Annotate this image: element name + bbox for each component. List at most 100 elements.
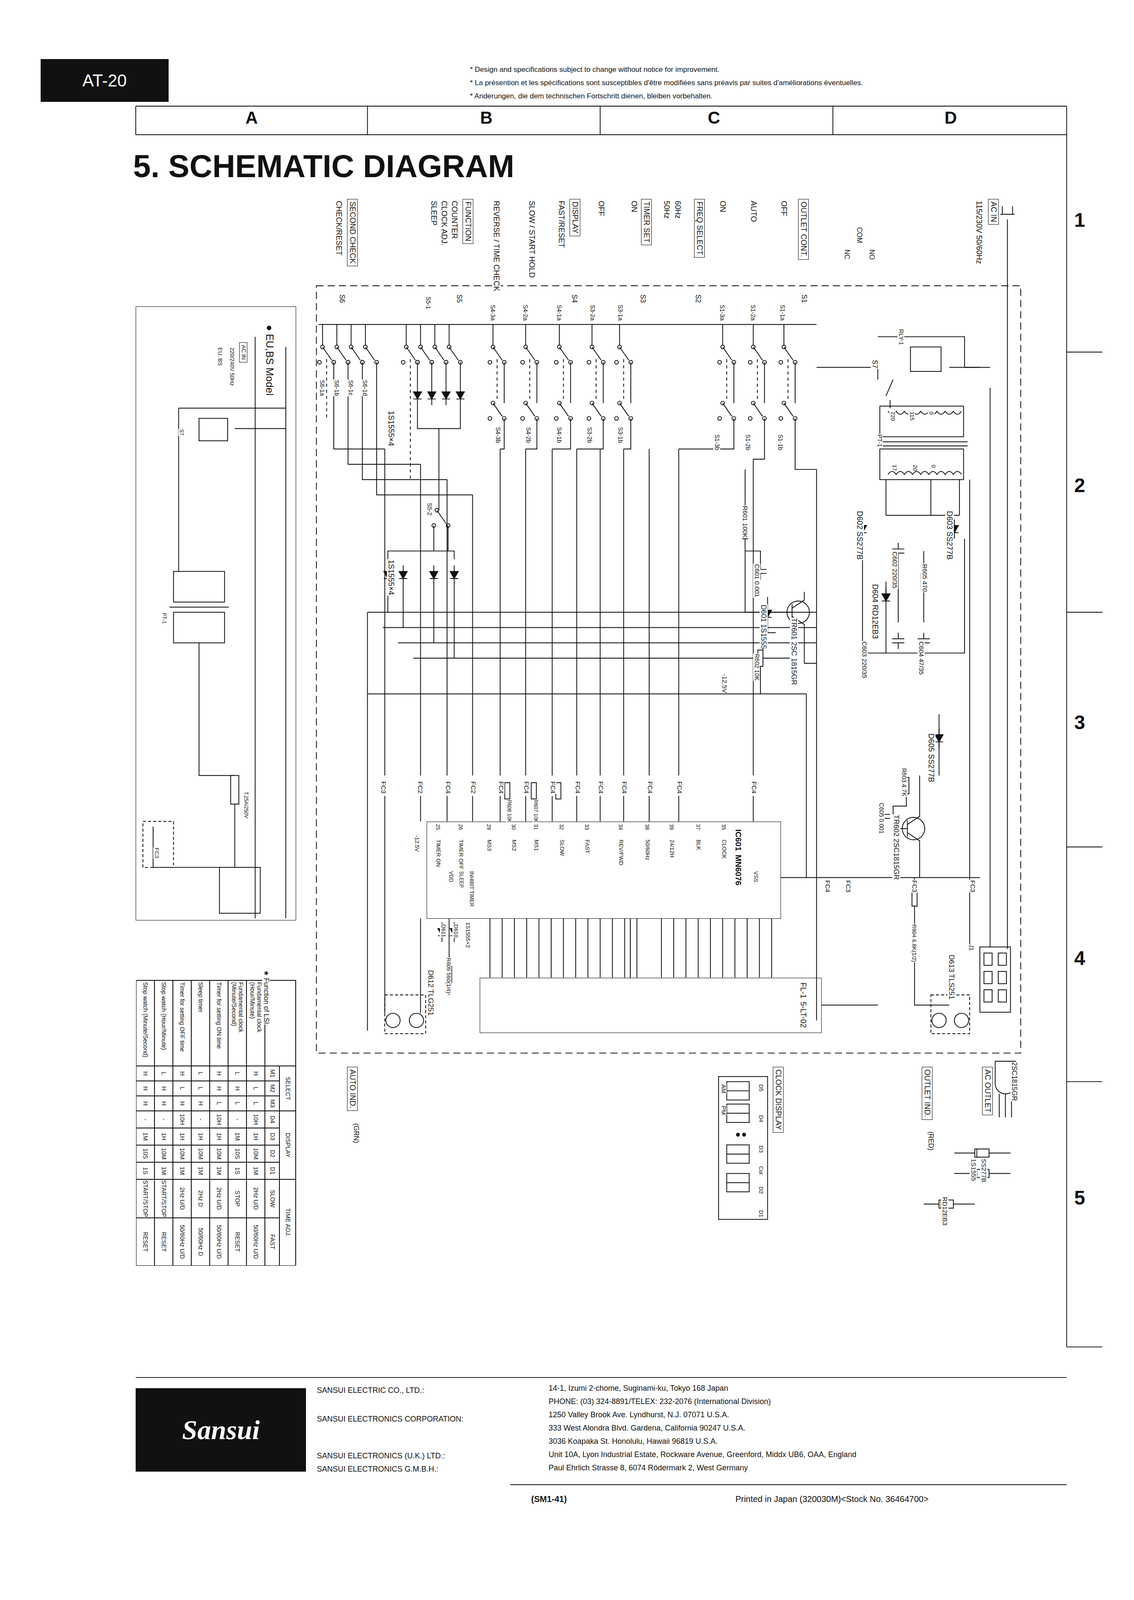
table-cell: M1 <box>264 1065 280 1081</box>
component-label: S7 <box>870 359 879 369</box>
component-label: COM <box>855 226 864 244</box>
component-label: S6-1d <box>361 379 369 397</box>
component-label: D602 SS277B <box>855 510 864 561</box>
node-text: FREQ SELECT <box>695 201 704 256</box>
component-label: R602 10K <box>753 653 761 681</box>
grid-reference: 1 <box>1073 209 1086 232</box>
component-label: 1S1555 <box>969 1158 977 1182</box>
component-label: 20 <box>911 464 918 472</box>
component-label: J1 <box>967 944 975 952</box>
table-cell: 50/60Hz U/D <box>209 1217 229 1266</box>
node-text: OUTLET IND. <box>923 1069 932 1118</box>
grid-reference: A <box>245 108 259 128</box>
table-cell: 1H <box>172 1128 192 1146</box>
switch-group-box: OUTLET CONT. <box>798 198 810 260</box>
node-text: MN6076 <box>733 854 743 886</box>
grid-reference: 2 <box>1073 474 1086 497</box>
table-cell: 1H <box>191 1128 210 1146</box>
node-text: AT-20 <box>82 71 128 91</box>
component-label: R605 470 <box>920 563 929 593</box>
component-label: D611 <box>439 923 447 938</box>
table-cell: SELECT <box>279 1065 296 1111</box>
component-label: S1 <box>800 293 808 304</box>
input-tag: AC IN <box>988 198 999 225</box>
footer-text: 1250 Valley Brook Ave. Lyndhurst, N.J. 0… <box>548 1410 730 1419</box>
component-label: SLEEP <box>458 870 464 889</box>
model-badge: AT-20 <box>40 59 169 102</box>
footer-text: Printed in Japan (320030M)<Stock No. 364… <box>734 1494 929 1504</box>
component-label: FC4 <box>597 780 605 794</box>
component-label: S1-2b <box>744 433 752 451</box>
footer-text: Paul Ehrlich Strasse 8, 6074 Rödermark 2… <box>548 1463 749 1473</box>
component-label: 31 <box>532 823 539 831</box>
component-label: MS2 <box>510 839 517 852</box>
component-label: FC3 <box>844 879 852 893</box>
component-label: 115 <box>908 411 915 422</box>
component-label: CLOCK ADJ. <box>439 200 449 247</box>
table-cell: H <box>172 1065 192 1081</box>
table-cell: DISPLAY <box>279 1110 296 1180</box>
table-cell: 2Hz U/D <box>246 1179 265 1218</box>
component-label: OFF <box>779 200 789 217</box>
component-label: AUTO <box>749 200 758 223</box>
display-tube-box: FL-15-LT-02 <box>479 977 822 1034</box>
component-label: D601 1S1555 <box>759 604 768 650</box>
component-label: RLY-1 <box>897 328 905 346</box>
indicator-tag: CLOCK DISPLAY <box>772 1066 784 1133</box>
component-label: T.25A/250V <box>242 791 249 819</box>
node-text: FL-1 <box>798 982 808 999</box>
component-label: R601 100K <box>741 505 749 539</box>
component-label: 35 <box>720 823 727 831</box>
footer-text: SANSUI ELECTRONICS G.M.B.H.: <box>316 1464 439 1474</box>
component-label: S6-1c <box>347 379 354 397</box>
component-label: FC2 <box>416 780 424 794</box>
diagram-title: 5. SCHEMATIC DIAGRAM <box>132 148 515 185</box>
component-label: S2 <box>694 293 702 304</box>
node-text: DISPLAY <box>570 201 580 234</box>
switch-group-box: TIMER SET <box>641 198 652 246</box>
table-cell: 1M <box>246 1162 265 1180</box>
node-label: FL-15-LT-02 <box>798 982 808 1028</box>
component-label: ON <box>718 200 728 213</box>
footer-text: (SM1-41) <box>530 1494 567 1504</box>
component-label: S4-3b <box>494 426 502 444</box>
component-label: S4-1a <box>555 304 563 321</box>
node-text: FUNCTION <box>463 201 473 242</box>
table-cell: 1H <box>209 1128 229 1146</box>
table-cell: TIME ADJ. <box>279 1179 296 1266</box>
component-label: 220/240V 50Hz <box>228 347 236 387</box>
component-label: EU, BS <box>216 347 223 367</box>
table-cell: M3 <box>264 1095 280 1111</box>
component-label: FAST <box>584 839 591 855</box>
node-label: ● EU,BS Model <box>264 324 277 396</box>
table-cell: 10M <box>154 1145 173 1163</box>
component-label: FC4 <box>675 780 683 794</box>
component-label: R603 4.7K <box>900 767 908 797</box>
table-cell: D1 <box>264 1162 280 1180</box>
node-text: AUTO IND. <box>348 1069 357 1109</box>
table-cell: - <box>228 1110 247 1129</box>
component-label: C605 0.001 <box>878 802 885 835</box>
node-text: Sansui <box>182 1414 260 1446</box>
table-cell: L <box>209 1095 229 1111</box>
component-label: TIMER OFF <box>457 839 464 870</box>
component-label: FAST/RESET <box>557 200 566 249</box>
component-label: S3-2a <box>589 304 597 321</box>
component-label: R604 6.8K(1/2) <box>910 923 918 963</box>
node-text: AC IN <box>240 344 247 360</box>
component-label: D1 <box>757 1209 764 1218</box>
table-cell: D2 <box>264 1145 280 1163</box>
table-cell: H <box>228 1080 247 1096</box>
component-label: 115/230V 50/60Hz <box>974 200 984 265</box>
component-label: 17 <box>891 464 898 472</box>
table-cell: 1M <box>209 1162 229 1180</box>
table-cell: 10M <box>209 1145 229 1163</box>
component-label: FC2 <box>469 780 477 794</box>
component-label: D613 TLS251 <box>946 954 956 1001</box>
component-label: S5-2 <box>425 502 433 517</box>
component-label: S4-2a <box>521 304 529 321</box>
component-label: 29 <box>485 823 492 831</box>
component-label: D604 RD12EB3 <box>870 583 879 640</box>
